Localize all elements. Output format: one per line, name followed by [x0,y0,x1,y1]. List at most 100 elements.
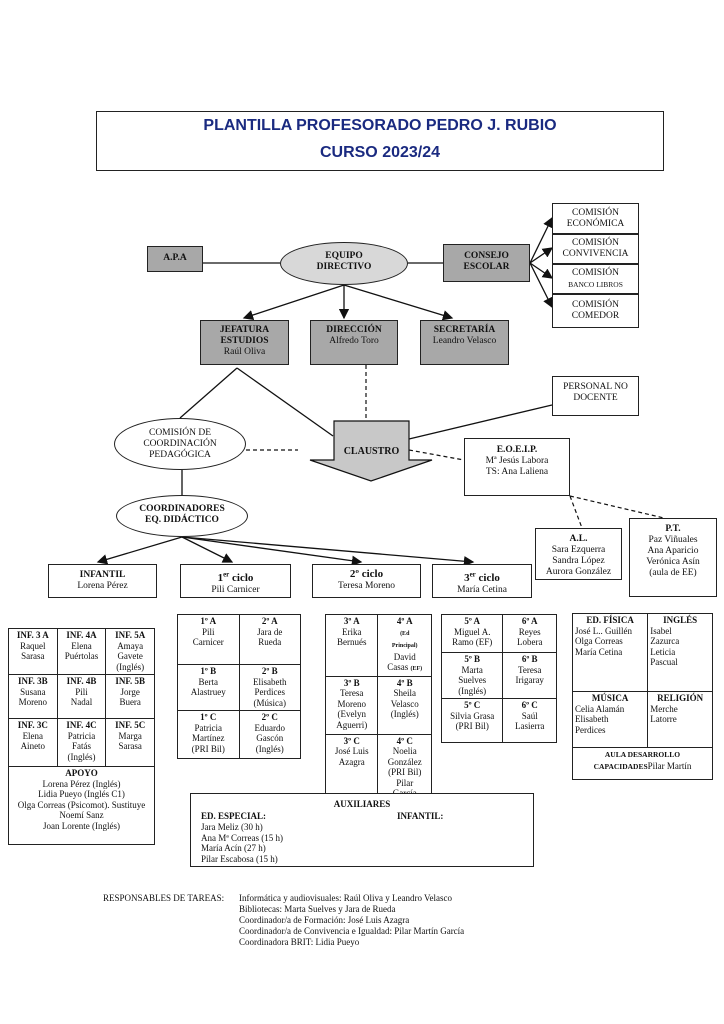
cell-text: José L.. Guillén Olga Correas María Ceti… [575,625,632,657]
cell-header: 6º B [521,654,538,664]
cell-text: Silvia Grasa (PRI Bil) [450,710,495,732]
cell-header: 6º C [521,700,538,710]
cell-header: 2º B [261,666,278,676]
cell-text: Elena Aineto [20,730,46,752]
cell-header: INF. 3 A [16,630,49,640]
cell-header: INF. 3C [17,720,48,730]
ciclo3-box: 3er ciclo María Cetina [432,564,532,598]
ciclo3-title: ciclo [478,571,500,584]
comision-banco-libros: COMISIÓN BANCO LIBROS [552,264,639,294]
table-cell: 4º A(Ed Principal)David Casas (EF) [377,614,432,677]
cell-header: 4º B [396,677,413,688]
cell-text: Celia Alamán Elisabeth Perdices [575,703,625,735]
ciclo1-sup: er [223,570,230,578]
cell-text: Erika Bernués [336,626,367,648]
pt-box: P.T. Paz Viñuales Ana Aparicio Verónica … [629,518,717,597]
cell-header: 5º C [464,700,481,710]
cell-header: 4º C [396,735,413,746]
apa-label: A.P.A [163,253,187,263]
cell-text: Saúl Lasierra [514,710,545,732]
al-title: A.L. [569,534,588,544]
ciclo2-name: Teresa Moreno [337,581,396,591]
ciclo3-num: 3 [464,571,470,584]
cell-header: 1º A [200,616,217,626]
cell-header: MÚSICA [591,693,629,703]
cell-text: Patricia Martínez (PRI Bil) [191,722,225,754]
page-subtitle: CURSO 2023/24 [319,144,441,161]
comision-banco-label: COMISIÓN [572,268,619,278]
auxiliares-inf-title: INFANTIL: [397,811,444,821]
header-box: PLANTILLA PROFESORADO PEDRO J. RUBIO CUR… [96,111,664,171]
cell-header: 5º A [464,616,481,626]
coordinadores-ellipse: COORDINADORES EQ. DIDÁCTICO [116,495,248,537]
list-item: Bibliotecas: Marta Suelves y Jara de Rue… [239,904,396,914]
cell-header: 4º A [396,616,413,626]
direccion-box: DIRECCIÓN Alfredo Toro [310,320,398,365]
ciclo1-name: Pili Carnicer [211,584,260,595]
apoyo-title: APOYO [65,768,98,778]
eoeip-box: E.O.E.I.P. Mª Jesús Labora TS: Ana Lalie… [464,438,570,496]
cell-text: Jorge Buera [119,686,141,708]
cell-header: INF. 5A [115,630,146,640]
cell-text: Jara de Rueda [257,626,283,648]
comision-comedor: COMISIÓN COMEDOR [552,294,639,328]
personal-no-docente-box: PERSONAL NO DOCENTE [552,376,639,416]
cell-text: (Ed Principal) [391,630,418,650]
jefatura-box: JEFATURA ESTUDIOS Raúl Oliva [200,320,289,365]
eoeip-title: E.O.E.I.P. [496,445,538,455]
consejo-escolar-box: CONSEJO ESCOLAR [443,244,530,282]
secretaria-name: Leandro Velasco [432,336,497,346]
ciclo2-box: 2º ciclo Teresa Moreno [312,564,421,598]
infantil-box: INFANTIL Lorena Pérez [48,564,157,598]
cell-text: Reyes Lobera [516,626,543,648]
cell-text: Miguel A. Ramo (EF) [452,626,493,648]
list-item: Informática y audiovisuales: Raúl Oliva … [239,893,453,903]
jefatura-name: Raúl Oliva [223,347,266,357]
comision-banco-sub: BANCO LIBROS [568,280,623,289]
al-box: A.L. Sara Ezquerra Sandra López Aurora G… [535,528,622,580]
table-cell: AULA DESARROLLO CAPACIDADESPilar Martín [572,747,713,780]
auxiliares-esp-title: ED. ESPECIAL: [201,811,267,821]
jefatura-title: JEFATURA ESTUDIOS [219,325,270,346]
cell-header: 2º A [261,616,278,626]
cell-text: Pili Carnicer [192,626,224,648]
aula-name: Pilar Martín [647,760,692,771]
cell-text: Merche Latorre [650,703,678,725]
cell-text: Marga Sarasa [118,730,142,752]
cell-header: RELIGIÓN [657,693,704,703]
list-item: Coordinadora BRIT: Lidia Pueyo [239,937,360,947]
cell-header: ED. FÍSICA [586,615,634,625]
ciclo1-title: ciclo [232,571,254,584]
cell-text: Eduardo Gascón (Inglés) [254,722,286,754]
cell-text: Susana Moreno [18,686,48,708]
cell-text: Amaya Gavete (Inglés) [116,640,145,672]
